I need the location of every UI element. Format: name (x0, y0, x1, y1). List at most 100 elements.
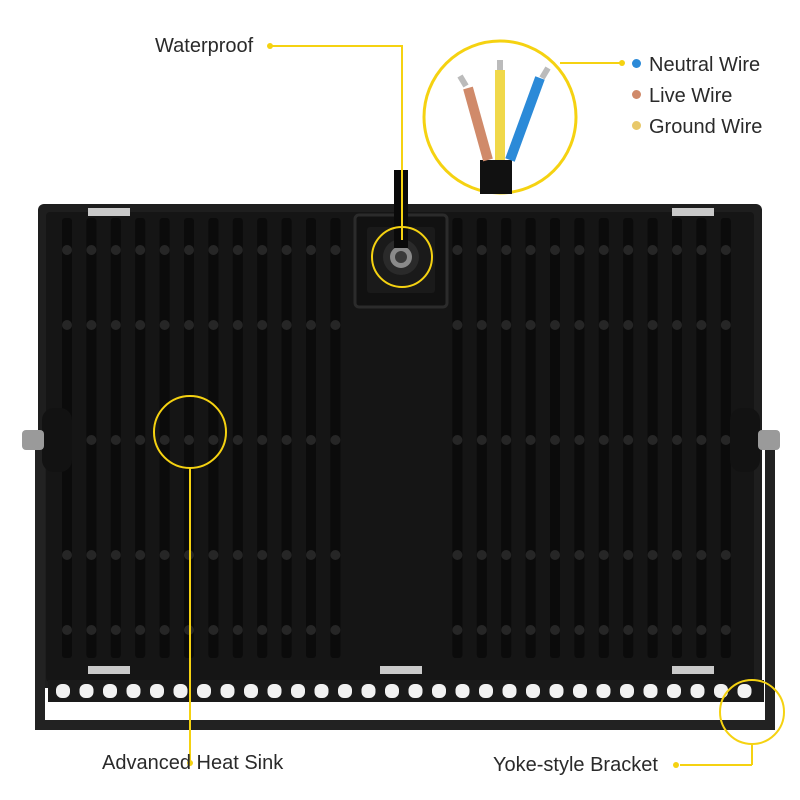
fin-stud (623, 435, 634, 445)
fin-stud (672, 550, 682, 560)
fin-stud (672, 625, 682, 635)
fin-stud (550, 435, 560, 445)
fin-stud (720, 245, 731, 255)
fin-stud (501, 625, 512, 635)
fin-stud (257, 435, 268, 445)
fin-stud (452, 435, 463, 445)
fin-stud (306, 550, 316, 560)
vent-hole (549, 684, 564, 698)
fin-stud (623, 550, 634, 560)
callout-dot (673, 762, 679, 768)
fin-stud (696, 320, 707, 330)
fin-stud (672, 435, 682, 445)
fin-stud (306, 320, 316, 330)
fin-stud (720, 435, 731, 445)
vent-hole (244, 684, 258, 698)
callout-dot (619, 60, 625, 66)
fin-stud (232, 435, 243, 445)
fin-stud (135, 245, 146, 255)
fin-stud (257, 625, 268, 635)
vent-hole (573, 684, 587, 698)
fin-stud (696, 245, 707, 255)
fin-stud (525, 550, 536, 560)
fin-stud (550, 625, 560, 635)
fin-stud (330, 245, 341, 255)
fin-stud (62, 625, 72, 635)
vent-hole (126, 684, 141, 698)
fin-stud (257, 550, 268, 560)
fin-stud (62, 320, 72, 330)
neutral-dot-icon (632, 59, 641, 69)
fin-stud (647, 435, 658, 445)
fin-stud (86, 625, 97, 635)
fin-stud (574, 320, 585, 330)
vent-hole (338, 684, 352, 698)
fin-stud (62, 550, 72, 560)
vent-hole (455, 684, 470, 698)
fin-stud (208, 550, 219, 560)
vent-hole (408, 684, 423, 698)
fin-stud (281, 245, 292, 255)
fin-stud (184, 245, 194, 255)
fin-stud (159, 320, 170, 330)
fin-stud (696, 435, 707, 445)
fin-stud (281, 550, 292, 560)
bracket-label: Yoke-style Bracket (493, 754, 658, 776)
vent-hole (432, 684, 446, 698)
fin-stud (574, 625, 585, 635)
fin-stud (574, 550, 585, 560)
fin-stud (623, 320, 634, 330)
vent-hole (220, 684, 235, 698)
fin-stud (232, 550, 243, 560)
vent-hole (385, 684, 399, 698)
vent-hole (643, 684, 658, 698)
fin-stud (159, 245, 170, 255)
fin-stud (452, 245, 463, 255)
fin-stud (598, 550, 609, 560)
fin-stud (110, 435, 121, 445)
fin-stud (525, 435, 536, 445)
fin-stud (232, 625, 243, 635)
fin-stud (647, 550, 658, 560)
fin-stud (501, 435, 512, 445)
fin-stud (281, 435, 292, 445)
fin-stud (208, 320, 219, 330)
fin-stud (306, 625, 316, 635)
fin-stud (696, 550, 707, 560)
fin-stud (525, 320, 536, 330)
fin-stud (306, 435, 316, 445)
fin-stud (110, 550, 121, 560)
fin-stud (672, 245, 682, 255)
heat-sink-label: Advanced Heat Sink (102, 752, 284, 774)
fin-stud (452, 550, 463, 560)
fin-stud (525, 245, 536, 255)
floodlight-housing (38, 170, 762, 688)
callout-dot (187, 760, 193, 766)
fin-stud (208, 625, 219, 635)
fin-stud (452, 625, 463, 635)
vent-hole (173, 684, 188, 698)
live-dot-icon (632, 90, 641, 100)
fin-stud (159, 625, 170, 635)
vent-hole (479, 684, 493, 698)
fin-stud (208, 435, 219, 445)
fin-stud (720, 320, 731, 330)
legend-item-neutral: Neutral Wire (632, 53, 760, 77)
fin-stud (184, 435, 194, 445)
vent-hole (690, 684, 705, 698)
fin-stud (647, 625, 658, 635)
vent-hole (502, 684, 517, 698)
fin-stud (476, 435, 487, 445)
fin-stud (86, 320, 97, 330)
fin-stud (257, 320, 268, 330)
fin-stud (330, 435, 341, 445)
fin-stud (452, 320, 463, 330)
vent-hole (197, 684, 211, 698)
vent-hole (526, 684, 540, 698)
callout-dot (267, 43, 273, 49)
fin-stud (330, 625, 341, 635)
fin-stud (550, 320, 560, 330)
fin-stud (574, 435, 585, 445)
fin-stud (720, 550, 731, 560)
